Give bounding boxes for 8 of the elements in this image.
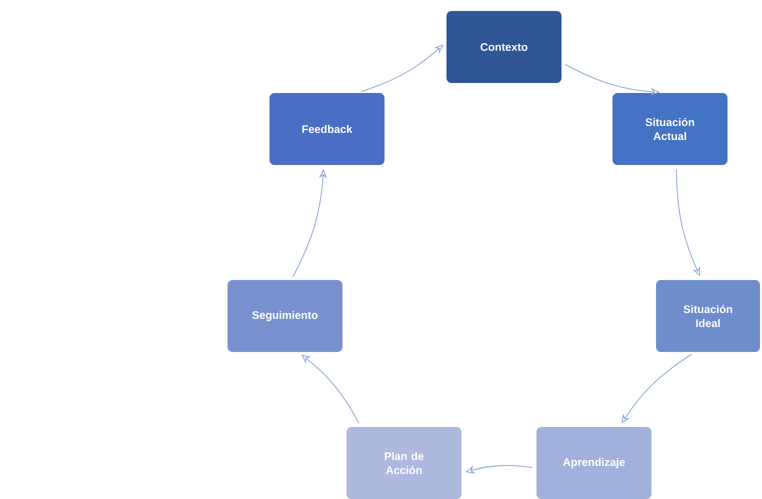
process-box: Situación Ideal — [656, 280, 760, 352]
process-box: Seguimiento — [228, 280, 342, 352]
process-box: Contexto — [446, 11, 562, 83]
process-box: Plan de Acción — [346, 427, 462, 499]
process-box: Feedback — [270, 93, 384, 165]
arrow — [622, 354, 692, 424]
process-box: Aprendizaje — [536, 427, 652, 499]
process-box: Situación Actual — [612, 93, 728, 165]
